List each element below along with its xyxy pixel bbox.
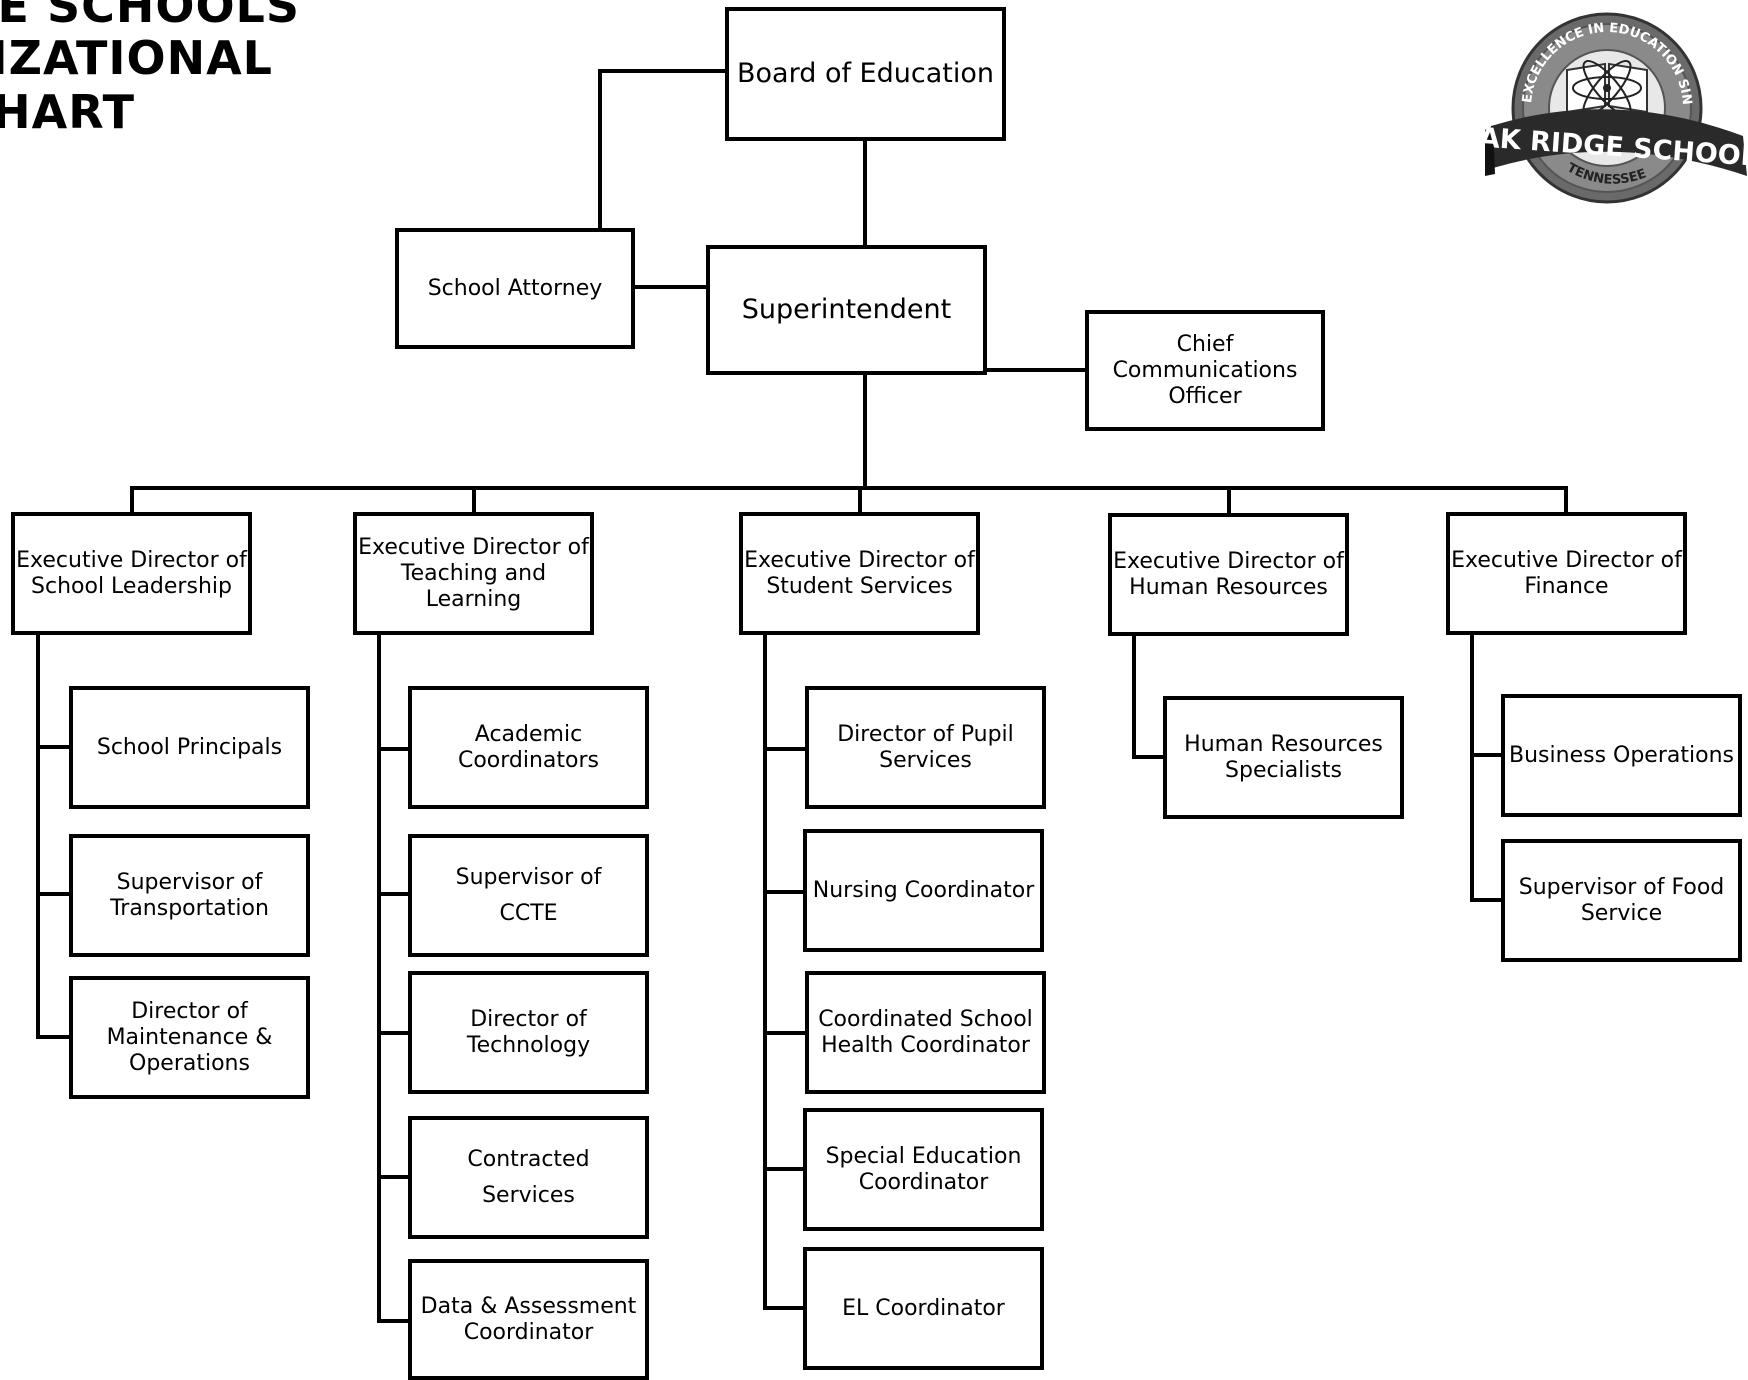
node-ed-student-services: Executive Director of Student Services [739, 512, 980, 635]
node-label: Director of Maintenance & Operations [106, 998, 273, 1076]
connector-superintendent-cco [984, 368, 1088, 372]
node-label: Academic Coordinators [457, 721, 600, 773]
node-el-coordinator: EL Coordinator [803, 1247, 1044, 1370]
open-book-atom-icon [1566, 60, 1648, 116]
node-label: Executive Director of Teaching and Learn… [358, 534, 589, 612]
connector-student-el [763, 1306, 808, 1310]
node-director-technology: Director of Technology [408, 971, 649, 1094]
title-line-2: ORGANIZATIONAL [0, 31, 273, 85]
connector-leadership-maintenance [36, 1035, 71, 1039]
node-label: Executive Director of Finance [1451, 547, 1682, 599]
node-label: Business Operations [1509, 742, 1734, 768]
connector-teaching-spine [377, 632, 381, 1323]
connector-student-pupil [763, 747, 808, 751]
node-special-education-coordinator: Special Education Coordinator [803, 1108, 1044, 1231]
connector-teaching-academic [377, 747, 411, 751]
node-school-attorney: School Attorney [395, 228, 635, 349]
connector-student-sped [763, 1167, 808, 1171]
node-ed-teaching-learning: Executive Director of Teaching and Learn… [353, 512, 594, 635]
connector-hr-spine [1132, 632, 1136, 759]
node-label: Executive Director of School Leadership [16, 547, 247, 599]
node-superintendent: Superintendent [706, 245, 987, 375]
logo-banner [1491, 109, 1747, 176]
connector-superintendent-down [863, 373, 867, 489]
connector-teaching-technology [377, 1031, 411, 1035]
node-label: Director of Technology [466, 1006, 591, 1058]
connector-drop-hr [1227, 486, 1231, 514]
connector-leadership-spine [36, 632, 40, 1039]
node-label: Board of Education [737, 58, 994, 89]
connector-student-spine [763, 632, 767, 1310]
node-label: Coordinated School Health Coordinator [818, 1006, 1033, 1058]
node-label: Executive Director of Student Services [744, 547, 975, 599]
node-school-principals: School Principals [69, 686, 310, 809]
node-label: Superintendent [741, 294, 952, 325]
connector-finance-business [1470, 753, 1505, 757]
connector-teaching-contracted [377, 1175, 411, 1179]
connector-teaching-ccte [377, 892, 411, 896]
node-data-assessment-coordinator: Data & Assessment Coordinator [408, 1259, 649, 1380]
node-chief-communications-officer: Chief Communications Officer [1085, 310, 1325, 431]
connector-attorney-superintendent [633, 285, 708, 289]
connector-board-superintendent [863, 139, 867, 245]
node-label: Executive Director of Human Resources [1113, 548, 1344, 600]
connector-drop-teaching [472, 486, 476, 514]
node-ed-school-leadership: Executive Director of School Leadership [11, 512, 252, 635]
connector-drop-student [858, 486, 862, 514]
connector-leadership-transportation [36, 892, 71, 896]
connector-leadership-principals [36, 745, 71, 749]
oak-ridge-schools-logo: EXCELLENCE IN EDUCATION SINCE 1943 OAK R… [1485, 8, 1748, 204]
connector-student-nursing [763, 890, 808, 894]
node-board-of-education: Board of Education [725, 7, 1006, 141]
node-coordinated-school-health: Coordinated School Health Coordinator [805, 971, 1046, 1094]
connector-hr-specialists [1132, 755, 1166, 759]
node-label: Supervisor of Transportation [110, 869, 269, 921]
connector-finance-spine [1470, 632, 1474, 902]
chart-title: OAK RIDGE SCHOOLS ORGANIZATIONAL CHART [0, 0, 330, 140]
node-label: EL Coordinator [842, 1295, 1005, 1321]
node-label: Nursing Coordinator [812, 877, 1035, 903]
connector-drop-leadership [130, 486, 134, 514]
node-ed-human-resources: Executive Director of Human Resources [1108, 513, 1349, 636]
node-label: Special Education Coordinator [825, 1143, 1022, 1195]
title-line-3: CHART [0, 85, 135, 139]
node-label: Contracted Services [467, 1146, 590, 1208]
node-nursing-coordinator: Nursing Coordinator [803, 829, 1044, 952]
node-label: Supervisor of CCTE [455, 864, 602, 926]
node-director-maintenance: Director of Maintenance & Operations [69, 976, 310, 1099]
connector-board-attorney-v [598, 69, 602, 230]
connector-drop-finance [1564, 486, 1568, 514]
node-ed-finance: Executive Director of Finance [1446, 512, 1687, 635]
node-label: Supervisor of Food Service [1518, 874, 1725, 926]
node-business-operations: Business Operations [1501, 694, 1742, 817]
title-line-1: OAK RIDGE SCHOOLS [0, 0, 300, 33]
node-label: Director of Pupil Services [837, 721, 1014, 773]
node-label: Human Resources Specialists [1184, 731, 1383, 783]
node-label: School Attorney [427, 275, 603, 301]
node-director-pupil-services: Director of Pupil Services [805, 686, 1046, 809]
node-academic-coordinators: Academic Coordinators [408, 686, 649, 809]
connector-teaching-data [377, 1319, 411, 1323]
node-label: Data & Assessment Coordinator [420, 1293, 637, 1345]
connector-finance-food [1470, 898, 1505, 902]
node-label: School Principals [96, 734, 283, 760]
node-human-resources-specialists: Human Resources Specialists [1163, 696, 1404, 819]
node-supervisor-food-service: Supervisor of Food Service [1501, 839, 1742, 962]
connector-board-attorney-h [598, 69, 727, 73]
node-contracted-services: Contracted Services [408, 1116, 649, 1239]
node-supervisor-transportation: Supervisor of Transportation [69, 834, 310, 957]
node-label: Chief Communications Officer [1112, 331, 1298, 409]
connector-director-bus [130, 486, 1567, 490]
connector-student-health [763, 1031, 808, 1035]
node-supervisor-ccte: Supervisor of CCTE [408, 834, 649, 957]
